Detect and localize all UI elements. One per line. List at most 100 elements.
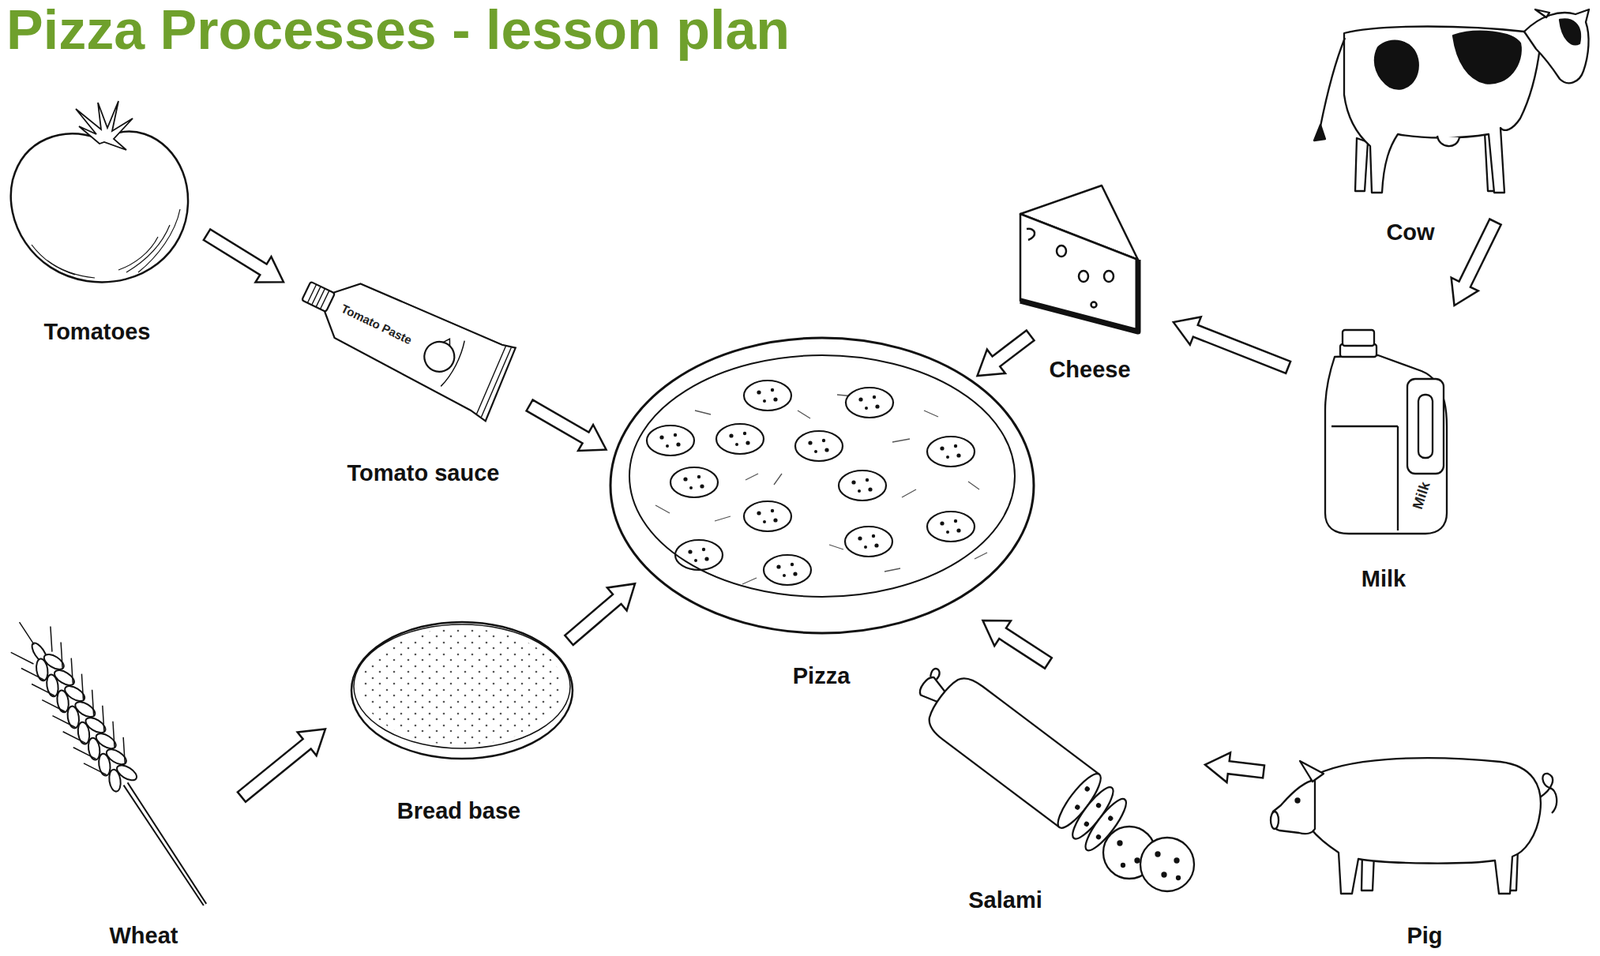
picture-node: Milk bbox=[1321, 328, 1447, 534]
pizza-toppings bbox=[655, 394, 988, 585]
milk-jug-drawing bbox=[1325, 355, 1447, 534]
cow-drawing bbox=[1314, 9, 1589, 193]
ellipse-outline bbox=[629, 355, 1015, 598]
pizza-toppings bbox=[763, 555, 812, 586]
cow-drawing bbox=[1314, 124, 1326, 141]
salami-drawing bbox=[1176, 876, 1180, 880]
tube-drawing bbox=[312, 266, 520, 421]
salami-drawing bbox=[1084, 822, 1090, 827]
block-arrow bbox=[977, 330, 1035, 376]
block-arrow bbox=[526, 400, 607, 451]
picture-node: Cow bbox=[1306, 4, 1593, 200]
wheat-drawing bbox=[123, 782, 207, 906]
picture-node: Wheat bbox=[30, 647, 215, 909]
salami-drawing bbox=[1121, 863, 1125, 868]
cheese-drawing bbox=[1078, 270, 1089, 282]
block-arrow bbox=[203, 229, 284, 282]
pizza-toppings bbox=[675, 540, 723, 571]
node-label: Milk bbox=[1361, 566, 1406, 593]
wheat-drawing bbox=[48, 658, 95, 710]
pizza-toppings bbox=[845, 526, 893, 557]
salami-drawing bbox=[1156, 852, 1161, 857]
salami-drawing bbox=[901, 657, 1135, 857]
cow-drawing bbox=[1535, 9, 1550, 18]
pizza-toppings bbox=[927, 436, 975, 467]
pig-drawing bbox=[1310, 758, 1541, 894]
milk-jug-drawing bbox=[1325, 330, 1447, 534]
page-title: Pizza Processes - lesson plan bbox=[6, 1, 790, 61]
wheat-drawing bbox=[101, 737, 147, 789]
picture-node: Cheese bbox=[1015, 184, 1141, 332]
wheat-drawing bbox=[28, 626, 75, 678]
cow-drawing bbox=[1453, 31, 1522, 84]
pizza-toppings bbox=[743, 501, 792, 532]
salami-drawing bbox=[901, 657, 1195, 892]
cheese-drawing bbox=[1020, 214, 1139, 332]
cheese-drawing bbox=[1056, 245, 1067, 257]
block-arrow bbox=[1173, 316, 1291, 373]
tomato-drawing bbox=[31, 209, 181, 278]
bread-dots bbox=[360, 628, 564, 746]
cow-drawing bbox=[1437, 135, 1460, 147]
pig-drawing bbox=[1270, 758, 1557, 894]
pizza-toppings bbox=[845, 387, 894, 418]
salami-drawing bbox=[1096, 803, 1101, 808]
block-arrow bbox=[1451, 219, 1502, 306]
wheat-drawing bbox=[19, 622, 35, 645]
wheat-drawing bbox=[70, 690, 117, 742]
milk-jug-drawing bbox=[1342, 330, 1375, 346]
node-label: Wheat bbox=[109, 923, 179, 950]
block-arrow bbox=[237, 728, 326, 802]
cow-drawing bbox=[1320, 37, 1345, 127]
salami-drawing bbox=[1162, 873, 1167, 878]
ellipse-outline bbox=[353, 624, 571, 749]
node-label: Bread base bbox=[397, 798, 521, 825]
pizza-toppings bbox=[646, 380, 988, 586]
cheese-drawing bbox=[1026, 229, 1035, 241]
salami-drawing bbox=[1140, 837, 1195, 892]
picture-node: Tomato sauce bbox=[300, 285, 523, 424]
wheat-drawing bbox=[60, 674, 106, 726]
cow-drawing bbox=[1344, 26, 1540, 194]
wheat-drawing bbox=[90, 721, 137, 774]
round-node: Bread base bbox=[349, 620, 575, 761]
tube-drawing bbox=[295, 259, 515, 418]
tube-drawing bbox=[424, 332, 467, 389]
cheese-drawing bbox=[1020, 259, 1139, 332]
pig-drawing bbox=[1270, 811, 1279, 830]
wheat-drawing bbox=[0, 609, 226, 919]
node-label: Cheese bbox=[1048, 356, 1131, 384]
round-node: Pizza bbox=[608, 336, 1036, 635]
block-arrow bbox=[564, 583, 635, 646]
milk-jug-drawing bbox=[1331, 426, 1398, 531]
cheese-drawing bbox=[1091, 302, 1097, 308]
tomato-drawing bbox=[11, 101, 188, 282]
node-label: Cow bbox=[1385, 219, 1435, 246]
cow-drawing bbox=[1559, 18, 1581, 45]
pizza-toppings bbox=[927, 511, 975, 542]
ellipse-outline bbox=[351, 622, 573, 759]
milk-jug-drawing bbox=[1407, 379, 1444, 474]
node-label: Pizza bbox=[792, 663, 851, 690]
node-label: Tomatoes bbox=[44, 319, 151, 346]
cheese-drawing bbox=[1104, 270, 1114, 282]
wheat-drawing bbox=[38, 642, 85, 695]
ellipse-outline bbox=[608, 336, 1036, 635]
milk-jug-drawing bbox=[1418, 394, 1433, 459]
node-label: Salami bbox=[968, 887, 1043, 914]
salami-drawing bbox=[1175, 859, 1180, 864]
ellipse-outline bbox=[349, 620, 575, 761]
picture-node: Pig bbox=[1269, 752, 1552, 898]
wheat-drawing bbox=[80, 706, 127, 758]
bread-dots bbox=[360, 628, 564, 746]
salami-drawing bbox=[1135, 859, 1140, 864]
tube-drawing bbox=[301, 281, 335, 312]
salami-drawing bbox=[1074, 805, 1080, 811]
cheese-drawing bbox=[1020, 185, 1139, 332]
node-label: Pig bbox=[1406, 923, 1443, 950]
picture-node: Tomatoes bbox=[7, 101, 190, 285]
pizza-toppings bbox=[838, 470, 887, 501]
block-arrow bbox=[982, 620, 1052, 669]
